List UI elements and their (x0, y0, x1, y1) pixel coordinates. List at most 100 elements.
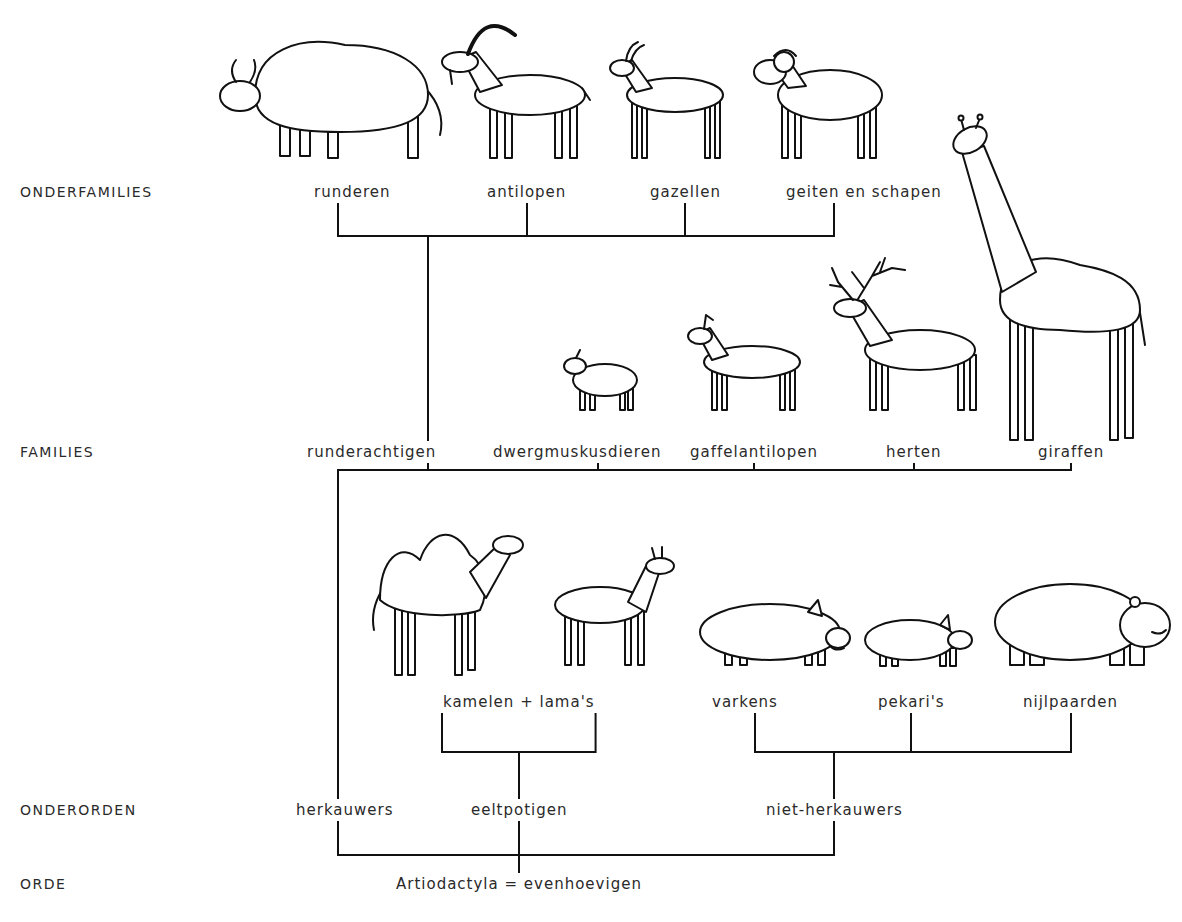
ram-drawing (754, 50, 882, 158)
taxon-node: herkauwers (292, 799, 398, 821)
tree-branch (338, 463, 1071, 799)
taxon-name: giraffen (1038, 443, 1104, 461)
taxon-name: kamelen + lama's (443, 693, 595, 711)
hippo-drawing-part (1120, 603, 1170, 647)
pronghorn-drawing (688, 315, 800, 410)
rank-label: ONDERFAMILIES (20, 183, 153, 201)
taxon-node: geiten en schapen (782, 181, 946, 203)
bison-drawing-part (232, 60, 236, 82)
tree-branch (338, 463, 754, 799)
ram-drawing-part (774, 52, 794, 72)
gazelle-drawing-part (632, 100, 637, 158)
peccary-drawing-part (950, 648, 956, 666)
tree-branch (428, 203, 527, 441)
taxon-name: geiten en schapen (786, 183, 942, 201)
taxon-name: pekari's (878, 693, 945, 711)
bison-drawing-part (255, 42, 428, 132)
tree-branch (519, 821, 834, 873)
ibex-drawing-part (450, 70, 452, 84)
bison-drawing-part (250, 60, 255, 82)
ibex-drawing (442, 26, 590, 158)
taxon-node: runderen (310, 181, 395, 203)
tree-branch (338, 463, 914, 799)
taxon-node: dwergmuskusdieren (489, 441, 665, 463)
taxon-node: gazellen (646, 181, 725, 203)
camel-drawing-part (493, 536, 523, 554)
hippo-drawing-part (1152, 630, 1166, 634)
giraffe-drawing-part (959, 116, 964, 121)
taxon-node: Artiodactyla = evenhoevigen (392, 873, 646, 895)
peccary-drawing-part (940, 615, 950, 630)
tree-branch (338, 821, 519, 873)
pig-drawing-part (808, 600, 822, 616)
taxon-node: nijlpaarden (1019, 691, 1122, 713)
gazelle-drawing-part (631, 45, 644, 61)
taxon-node: varkens (708, 691, 782, 713)
ibex-drawing-part (442, 52, 478, 72)
taxon-node: pekari's (874, 691, 949, 713)
taxon-node: runderachtigen (303, 441, 440, 463)
pronghorn-drawing-part (712, 370, 717, 410)
gazelle-drawing-part (715, 100, 720, 158)
taxon-name: antilopen (487, 183, 566, 201)
taxon-node: antilopen (483, 181, 570, 203)
taxon-node: herten (882, 441, 946, 463)
rank-label: ONDERORDEN (20, 801, 137, 819)
rank-label: ORDE (20, 875, 66, 893)
tree-branch (338, 203, 428, 441)
ibex-drawing-part (468, 26, 515, 54)
taxon-name: runderachtigen (307, 443, 436, 461)
deer-drawing-part (970, 355, 976, 410)
pronghorn-drawing-part (688, 328, 712, 344)
rank-label: FAMILIES (20, 443, 94, 461)
camel-drawing (373, 535, 523, 675)
taxon-name: dwergmuskusdieren (493, 443, 661, 461)
taxon-node: giraffen (1034, 441, 1108, 463)
tree-branch (442, 713, 596, 799)
pronghorn-drawing-part (780, 370, 785, 410)
taxon-name: herkauwers (296, 801, 394, 819)
tree-branch (428, 203, 834, 441)
bison-drawing (220, 42, 441, 158)
pig-drawing-part (830, 646, 844, 650)
taxon-name: Artiodactyla = evenhoevigen (396, 875, 642, 893)
ram-drawing-part (774, 50, 796, 56)
taxon-name: eeltpotigen (471, 801, 568, 819)
chevrotain-drawing-part (564, 358, 586, 374)
gazelle-drawing-part (610, 60, 634, 76)
pig-drawing-part (826, 628, 850, 648)
taxon-node: niet-herkauwers (762, 799, 907, 821)
giraffe-drawing-part (962, 146, 1036, 292)
llama-drawing-part (646, 558, 674, 574)
ram-drawing-part (782, 105, 788, 158)
taxon-node: eeltpotigen (467, 799, 572, 821)
giraffe-drawing-part (978, 115, 983, 120)
chevrotain-drawing-part (576, 350, 580, 358)
taxon-name: nijlpaarden (1023, 693, 1118, 711)
tree-branch (834, 713, 1071, 799)
deer-drawing (830, 258, 976, 410)
pronghorn-drawing-part (704, 315, 713, 329)
taxon-node: kamelen + lama's (439, 691, 599, 713)
deer-drawing-part (834, 299, 866, 317)
taxon-node: gaffelantilopen (686, 441, 822, 463)
deer-drawing-part (870, 355, 876, 410)
taxon-name: gaffelantilopen (690, 443, 818, 461)
llama-drawing (555, 547, 674, 665)
llama-drawing-part (638, 610, 644, 665)
ram-drawing-part (870, 105, 876, 158)
taxon-name: niet-herkauwers (766, 801, 903, 819)
taxon-name: herten (886, 443, 942, 461)
hippo-drawing (995, 584, 1170, 665)
taxon-name: runderen (314, 183, 391, 201)
hippo-drawing-part (1130, 597, 1140, 607)
tree-branch (338, 463, 428, 799)
giraffe-drawing-part (948, 121, 991, 160)
tree-branch (755, 713, 834, 799)
tree-branch (834, 713, 911, 799)
peccary-drawing (865, 615, 972, 666)
pig-drawing (700, 600, 850, 665)
tree-branch (338, 463, 598, 799)
